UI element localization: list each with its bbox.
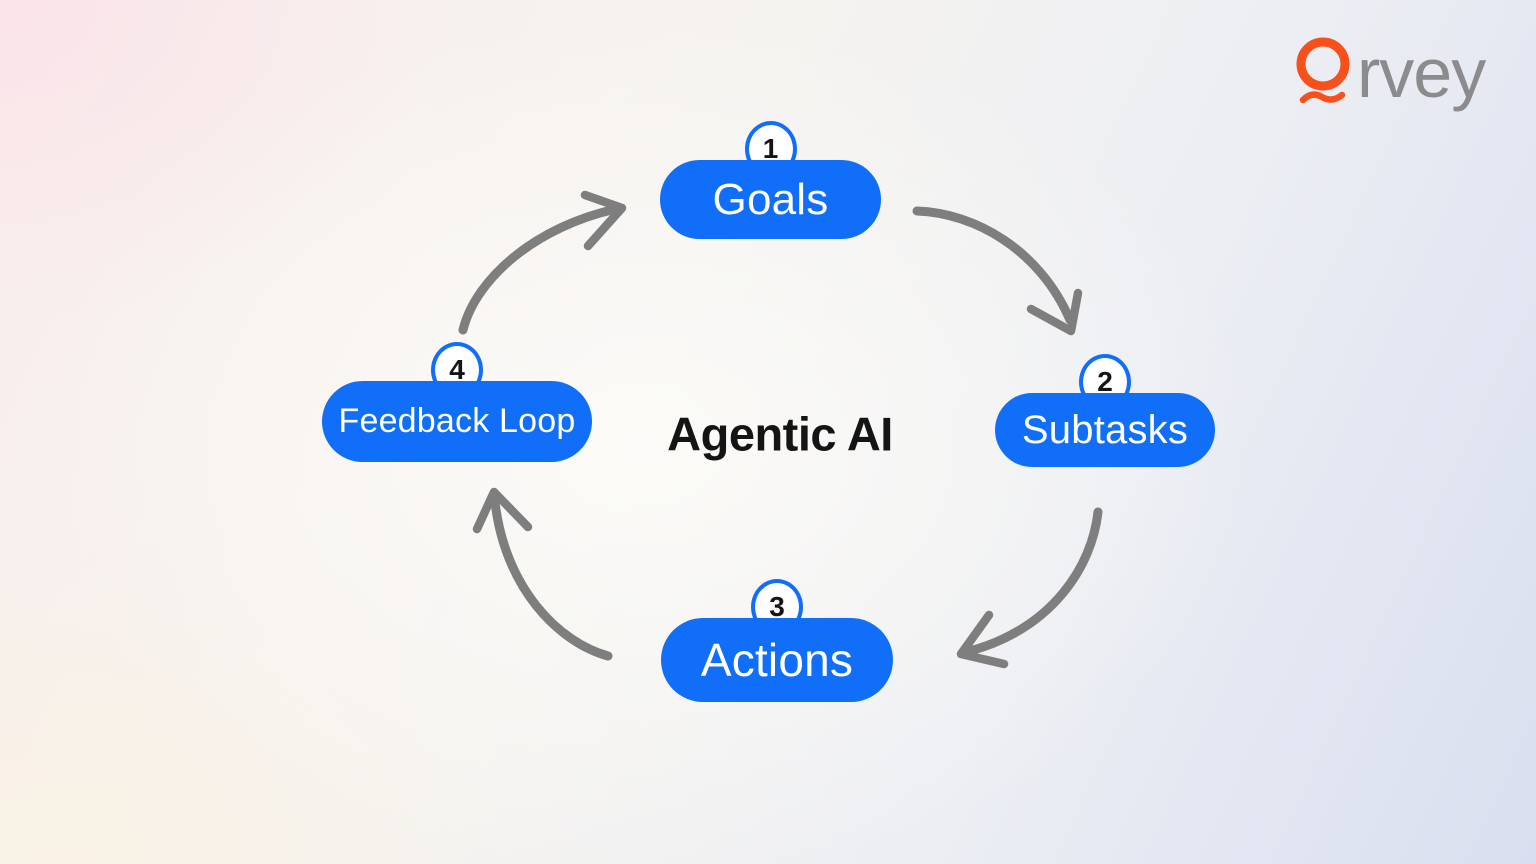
step-pill: Feedback Loop [322, 381, 592, 462]
step-label: Subtasks [1021, 407, 1189, 452]
diagram-title: Agentic AI [667, 407, 893, 461]
step-pill: Goals [660, 160, 881, 239]
step-number: 4 [449, 354, 465, 385]
step-label: Goals [712, 174, 829, 224]
arrow-feedback-loop-to-goals-icon [458, 190, 627, 335]
qrvey-q-icon [1296, 37, 1350, 104]
step-number: 1 [762, 133, 779, 164]
qrvey-logo: rvey [1293, 33, 1486, 112]
step-label: Feedback Loop [338, 402, 576, 440]
step-number: 2 [1097, 366, 1113, 397]
arrow-actions-to-feedback-loop-icon [472, 487, 613, 661]
arrow-subtasks-to-actions-icon [956, 507, 1103, 669]
step-pill: Subtasks [995, 393, 1215, 467]
step-goals: 1 Goals [660, 121, 881, 239]
arrow-goals-to-subtasks-icon [912, 206, 1083, 336]
qrvey-wordmark: rvey [1357, 34, 1486, 112]
step-subtasks: 2 Subtasks [995, 354, 1215, 467]
step-feedback-loop: 4 Feedback Loop [322, 342, 592, 462]
step-number: 3 [769, 591, 785, 622]
step-label: Actions [700, 634, 854, 686]
step-actions: 3 Actions [661, 579, 893, 702]
step-pill: Actions [661, 618, 893, 702]
